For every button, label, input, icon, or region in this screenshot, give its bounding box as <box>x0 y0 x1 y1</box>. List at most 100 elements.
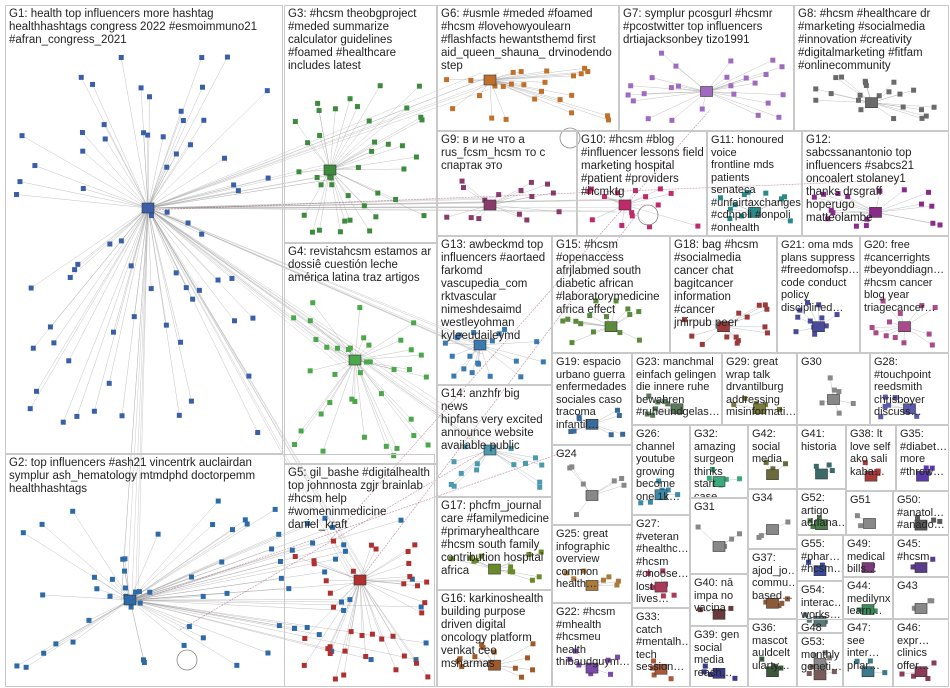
node <box>528 179 534 185</box>
node <box>573 318 579 324</box>
node <box>779 600 785 606</box>
node <box>310 300 316 306</box>
node <box>816 302 822 308</box>
node <box>605 113 611 119</box>
node <box>244 521 250 527</box>
hub-node <box>488 563 501 575</box>
node <box>316 227 322 233</box>
node <box>521 82 527 88</box>
node <box>222 155 228 161</box>
group-label-g14: G14: anzhfr big news hipfans very excite… <box>441 388 543 452</box>
node <box>496 192 502 198</box>
node <box>810 523 816 529</box>
node <box>448 556 454 562</box>
node <box>619 222 625 228</box>
edge <box>359 563 409 581</box>
group-box-g14: G14: anzhfr big news hipfans very excite… <box>437 385 552 497</box>
hub-node <box>861 604 875 615</box>
node <box>119 413 125 419</box>
edge <box>329 106 358 171</box>
node <box>298 428 304 434</box>
node <box>911 605 917 611</box>
node <box>467 353 473 359</box>
edge <box>147 87 203 209</box>
group-box-g27: G27: #veteran #healthc… #hcsm #choose… l… <box>632 515 690 608</box>
edge <box>82 150 149 209</box>
node <box>27 406 33 412</box>
node <box>141 659 147 665</box>
edge <box>314 563 361 581</box>
node <box>148 286 154 292</box>
node <box>367 228 373 234</box>
edge <box>648 91 707 119</box>
node <box>560 318 566 324</box>
node <box>476 361 482 367</box>
node <box>929 342 935 348</box>
edge <box>329 169 370 232</box>
node <box>918 201 924 207</box>
node <box>70 508 76 514</box>
edge <box>489 70 547 81</box>
hub-node <box>670 403 684 415</box>
node <box>307 318 313 324</box>
node <box>512 665 518 671</box>
node <box>659 50 665 56</box>
node <box>131 314 137 320</box>
edge <box>723 304 766 327</box>
node <box>368 542 374 548</box>
hub-node <box>815 519 828 530</box>
node <box>615 190 621 196</box>
group-label-g22: G22: #hcsm #mhealth #hcsmeu health thiba… <box>556 606 630 668</box>
edge <box>329 107 407 171</box>
node <box>181 642 187 648</box>
edge <box>875 203 922 213</box>
inter-group-edge <box>125 207 149 609</box>
node <box>327 590 333 596</box>
group-box-g3: G3: #hcsm theobgproject #meded summarize… <box>284 5 437 243</box>
node <box>487 373 493 379</box>
node <box>580 481 586 487</box>
group-label-g55: G55: #phar… #hcsm… <box>801 538 843 575</box>
edge <box>25 599 131 668</box>
node <box>347 597 353 603</box>
node <box>854 658 860 664</box>
group-label-g44: G44: medilynx learn… <box>847 580 891 617</box>
edge <box>147 207 181 343</box>
node <box>915 514 921 520</box>
edge <box>129 551 346 601</box>
hub-node <box>483 444 497 456</box>
edge <box>105 138 149 209</box>
hub-node <box>863 518 876 529</box>
node <box>231 318 237 324</box>
edge <box>479 344 521 378</box>
node <box>785 519 791 525</box>
node <box>305 521 311 527</box>
edge <box>814 196 876 213</box>
node <box>406 560 412 566</box>
inter-group-edge <box>147 207 353 370</box>
node <box>399 143 405 149</box>
node <box>86 617 92 623</box>
node <box>835 190 841 196</box>
edge <box>74 207 149 270</box>
node <box>675 492 681 498</box>
node <box>581 568 587 574</box>
node <box>41 650 47 656</box>
node <box>929 203 935 209</box>
node <box>732 202 738 208</box>
node <box>94 586 100 592</box>
edge <box>147 158 225 209</box>
hub-node <box>585 580 599 591</box>
node <box>883 333 889 339</box>
hub-node <box>766 469 779 480</box>
node <box>836 389 842 395</box>
node <box>313 336 319 342</box>
edge <box>129 548 272 601</box>
self-loop <box>559 127 581 149</box>
edge <box>16 194 149 209</box>
hub-node <box>865 97 878 108</box>
node <box>409 576 415 582</box>
node <box>811 194 817 200</box>
edge <box>63 207 149 423</box>
node <box>291 315 297 321</box>
